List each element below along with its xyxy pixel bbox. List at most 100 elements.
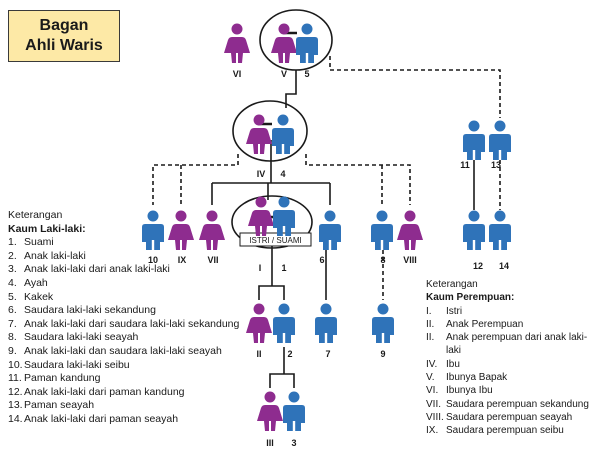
legend-item: 7.Anak laki-laki dari saudara laki-laki … bbox=[8, 318, 239, 332]
node-label-1: 1 bbox=[281, 263, 286, 273]
legend-item-number: 6. bbox=[8, 304, 17, 317]
male-person-icon-8 bbox=[371, 210, 393, 250]
female-person-icon-V bbox=[271, 23, 297, 63]
node-label-III: III bbox=[266, 438, 274, 448]
node-label-10: 10 bbox=[148, 255, 158, 265]
node-label-5: 5 bbox=[304, 69, 309, 79]
legend-item-number: VII. bbox=[426, 398, 442, 410]
node-label-12: 12 bbox=[473, 261, 483, 271]
legend-item-number: 2. bbox=[8, 249, 17, 262]
couple-label: ISTRI / SUAMI bbox=[249, 236, 301, 245]
legend-item-number: II. bbox=[426, 332, 435, 344]
legend-item-text: Saudara perempuan seibu bbox=[446, 425, 564, 437]
legend-item-text: Ayah bbox=[24, 276, 48, 289]
male-person-icon-6 bbox=[319, 210, 341, 250]
legend-item: II.Anak Perempuan bbox=[426, 318, 600, 331]
connector-lines bbox=[152, 9, 501, 388]
legend-item-text: Saudara perempuan sekandung bbox=[446, 398, 589, 410]
legend-item-number: 13. bbox=[8, 399, 23, 412]
node-label-14: 14 bbox=[499, 261, 509, 271]
legend-item-number: 8. bbox=[8, 331, 17, 344]
legend-item-number: 11. bbox=[8, 372, 22, 385]
node-label-II: II bbox=[256, 349, 261, 359]
legend-item-number: I. bbox=[426, 305, 432, 317]
node-label-VII: VII bbox=[207, 255, 218, 265]
legend-item-number: 14. bbox=[8, 412, 23, 425]
title-line-2: Ahli Waris bbox=[25, 37, 103, 54]
node-label-4: 4 bbox=[280, 169, 285, 179]
legend-item-text: Kakek bbox=[24, 290, 54, 303]
legend-item-text: Saudara perempuan seayah bbox=[446, 411, 573, 423]
legend-item: IX. Saudara perempuan seibu bbox=[426, 424, 600, 437]
legend-item: 13.Paman seayah bbox=[8, 399, 239, 413]
male-person-icon-2 bbox=[273, 303, 295, 343]
male-person-icon-5 bbox=[296, 23, 318, 63]
legend-item-text: Istri bbox=[446, 305, 463, 317]
legend-item-text: Saudara laki-laki sekandung bbox=[24, 304, 156, 317]
node-label-2: 2 bbox=[287, 349, 292, 359]
legend-item: 3.Anak laki-laki dari anak laki-laki bbox=[8, 263, 239, 277]
legend-item: I. Istri bbox=[426, 305, 600, 318]
node-label-I: I bbox=[259, 263, 262, 273]
legend-item-text: Ibu bbox=[446, 358, 460, 370]
legend-item-number: 10. bbox=[8, 358, 23, 371]
legend-item-text: Paman seayah bbox=[24, 399, 95, 412]
female-person-icon-III bbox=[257, 391, 283, 431]
legend-male-heading: Kaum Laki-laki: bbox=[8, 222, 86, 235]
legend-item: II. Anak perempuan dari anak laki-laki bbox=[426, 331, 600, 358]
node-label-8: 8 bbox=[380, 255, 385, 265]
male-person-icon-11 bbox=[463, 120, 485, 160]
legend-item: 10.Saudara laki-laki seibu bbox=[8, 359, 239, 373]
legend-item-number: V. bbox=[426, 372, 435, 384]
legend-item-text: Saudara laki-laki seayah bbox=[24, 331, 139, 344]
legend-item: VII. Saudara perempuan sekandung bbox=[426, 398, 600, 411]
couple-label-box bbox=[239, 232, 312, 247]
legend-item: 9.Anak laki-laki dan saudara laki-laki s… bbox=[8, 345, 239, 359]
legend-item-text: Anak laki-laki bbox=[24, 249, 86, 262]
legend-item: V.Ibunya Bapak bbox=[426, 371, 600, 384]
legend-item-text: Ibunya Ibu bbox=[446, 385, 493, 397]
legend-item-number: 3. bbox=[8, 263, 17, 276]
legend-item: VI.Ibunya Ibu bbox=[426, 384, 600, 397]
node-label-3: 3 bbox=[291, 438, 296, 448]
legend-item-number: II. bbox=[426, 318, 435, 330]
node-label-VIII: VIII bbox=[403, 255, 417, 265]
legend-item: IV. Ibu bbox=[426, 358, 600, 371]
legend-item-number: 5. bbox=[8, 290, 17, 303]
legend-item-text: Saudara laki-laki seibu bbox=[24, 358, 130, 371]
node-label-11: 11 bbox=[460, 160, 470, 170]
legend-item-text: Suami bbox=[24, 236, 54, 249]
legend-item-number: 7. bbox=[8, 317, 17, 330]
female-person-icon-VIII bbox=[397, 210, 423, 250]
female-person-icon-IV bbox=[246, 114, 272, 154]
male-person-icon-7 bbox=[315, 303, 337, 343]
legend-female-heading: Kaum Perempuan: bbox=[426, 292, 515, 304]
legend-item: 8. Saudara laki-laki seayah bbox=[8, 331, 239, 345]
legend-item-text: Anak perempuan dari anak laki-laki bbox=[446, 332, 588, 357]
node-label-IX: IX bbox=[178, 255, 187, 265]
title-line-1: Bagan bbox=[39, 17, 89, 34]
legend-item: 14.Anak laki-laki dari paman seayah bbox=[8, 413, 239, 427]
node-label-VI: VI bbox=[233, 69, 242, 79]
male-person-icon-13 bbox=[489, 120, 511, 160]
male-person-icon-14 bbox=[489, 210, 511, 250]
legend-item-number: 1. bbox=[8, 236, 17, 249]
legend-item-number: 4. bbox=[8, 276, 17, 289]
female-person-icon-II bbox=[246, 303, 272, 343]
male-person-icon-3 bbox=[283, 391, 305, 431]
legend-item: 12.Anak laki-laki dari paman kandung bbox=[8, 386, 239, 400]
legend-item-number: IX. bbox=[426, 425, 439, 437]
legend-item-number: 9. bbox=[8, 344, 17, 357]
legend-item-text: Anak laki-laki dari paman kandung bbox=[24, 385, 185, 398]
legend-item: 4. Ayah bbox=[8, 277, 239, 291]
legend-item-number: VIII. bbox=[426, 411, 444, 423]
legend-item-number: IV. bbox=[426, 358, 438, 370]
legend-item: 1. Suami bbox=[8, 236, 239, 250]
male-person-icon-12 bbox=[463, 210, 485, 250]
legend-item-text: Paman kandung bbox=[24, 372, 101, 385]
legend-female-caption: Keterangan bbox=[426, 279, 478, 290]
